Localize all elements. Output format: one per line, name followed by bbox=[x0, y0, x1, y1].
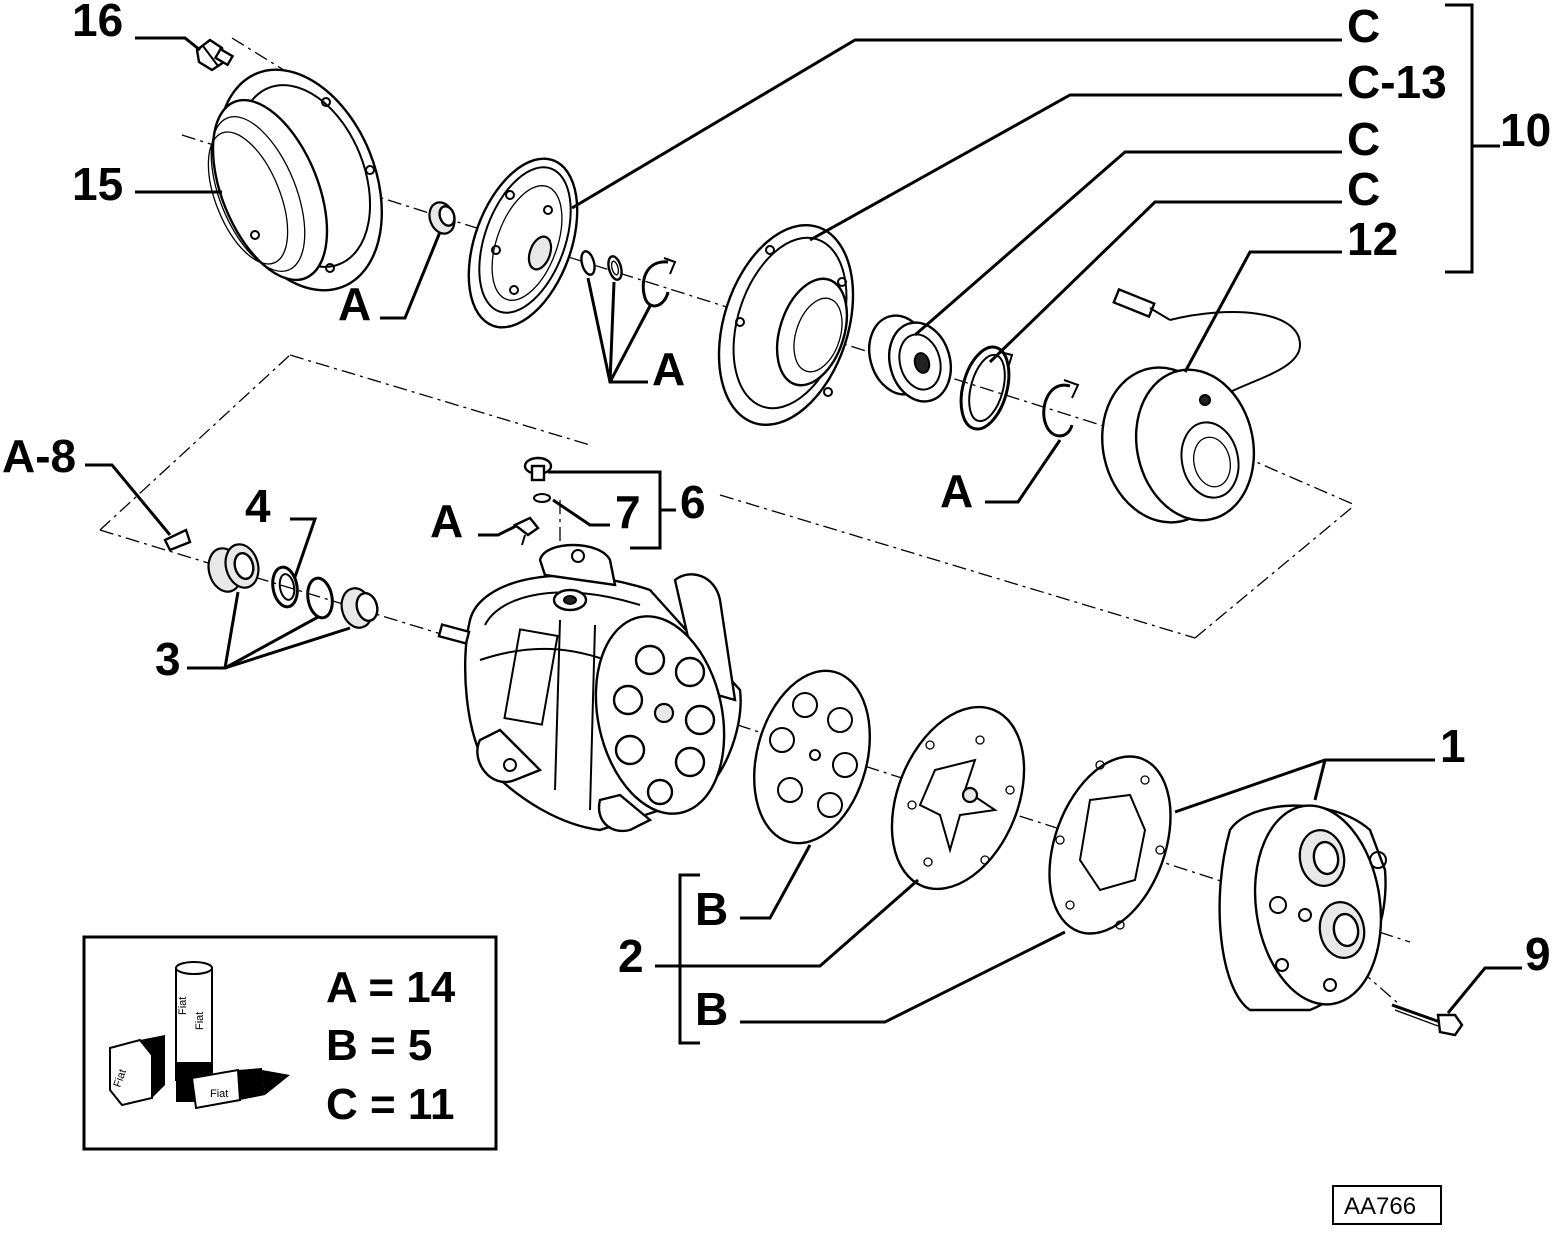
legend-row-b: B = 5 bbox=[326, 1021, 432, 1070]
hub-nut-part bbox=[428, 201, 456, 235]
callout-a-hub-nut: A bbox=[338, 278, 371, 330]
callout-3: 3 bbox=[155, 633, 181, 685]
shaft-seal-part bbox=[207, 543, 260, 593]
circlip-part-lower bbox=[1042, 379, 1080, 438]
callout-6: 6 bbox=[680, 476, 706, 528]
compressor-body bbox=[437, 543, 742, 833]
legend-row-a: A = 14 bbox=[326, 963, 456, 1012]
service-valve-part bbox=[512, 516, 540, 546]
front-cover-part-15 bbox=[207, 68, 384, 292]
legend-row-c: C = 11 bbox=[326, 1080, 454, 1129]
seal-seat-part bbox=[340, 587, 379, 629]
callout-a-shims: A bbox=[652, 343, 685, 395]
woodruff-key-part bbox=[163, 528, 192, 552]
callout-15: 15 bbox=[72, 158, 123, 210]
shim-washers-part bbox=[580, 250, 623, 281]
callout-12: 12 bbox=[1347, 213, 1398, 265]
valve-plate-part bbox=[890, 705, 1026, 891]
drawing-code: AA766 bbox=[1344, 1193, 1416, 1220]
bolt-part-9 bbox=[1391, 1003, 1464, 1037]
drawing-code-box: AA766 bbox=[1332, 1185, 1442, 1225]
field-coil-part-12 bbox=[1101, 287, 1302, 524]
callout-c-bearing: C bbox=[1347, 113, 1380, 165]
callout-a8: A-8 bbox=[2, 430, 76, 482]
callout-c-front-plate: C bbox=[1347, 0, 1380, 52]
fiat-box-text-4: Fiat bbox=[210, 1088, 228, 1100]
circlip-part-upper bbox=[641, 257, 677, 308]
callout-16: 16 bbox=[72, 0, 123, 46]
seal-ring-part-4 bbox=[271, 565, 299, 609]
pulley-part bbox=[717, 223, 855, 427]
callout-a-circlip: A bbox=[940, 465, 973, 517]
callout-4: 4 bbox=[245, 480, 271, 532]
callout-c-snap-ring: C bbox=[1347, 163, 1380, 215]
o-ring-part bbox=[306, 576, 334, 620]
head-gasket-part-lower bbox=[1048, 755, 1172, 935]
bearing-part bbox=[868, 314, 952, 403]
fiat-parts-packaging-icon: Fiat Fiat Fiat Fiat bbox=[109, 961, 290, 1110]
cylinder-head-part-1 bbox=[1218, 804, 1387, 1012]
oil-filler-plug-part bbox=[523, 456, 553, 503]
callout-9: 9 bbox=[1525, 928, 1551, 980]
callout-c13: C-13 bbox=[1347, 56, 1447, 108]
clutch-front-plate bbox=[467, 157, 579, 329]
callout-b-upper: B bbox=[695, 883, 728, 935]
head-gasket-part-upper bbox=[752, 669, 872, 845]
callout-7: 7 bbox=[615, 486, 641, 538]
callout-b-lower: B bbox=[695, 983, 728, 1035]
legend-box: Fiat Fiat Fiat Fiat A = 14 B = 5 C = 11 bbox=[82, 935, 498, 1151]
plug-part-16 bbox=[195, 38, 235, 72]
fiat-box-text-1: Fiat bbox=[112, 1068, 130, 1089]
callout-1: 1 bbox=[1440, 720, 1466, 772]
callout-labels: 16 15 A C C-13 C C 12 10 A A A-8 4 A 7 6… bbox=[2, 0, 1551, 1035]
callout-10: 10 bbox=[1500, 104, 1551, 156]
snap-ring-part bbox=[959, 345, 1014, 431]
callout-2: 2 bbox=[618, 930, 644, 982]
fiat-box-text-2: Fiat bbox=[177, 997, 189, 1015]
callout-a-valve: A bbox=[430, 495, 463, 547]
leader-lines bbox=[85, 3, 1522, 1045]
fiat-box-text-3: Fiat bbox=[194, 1012, 206, 1030]
